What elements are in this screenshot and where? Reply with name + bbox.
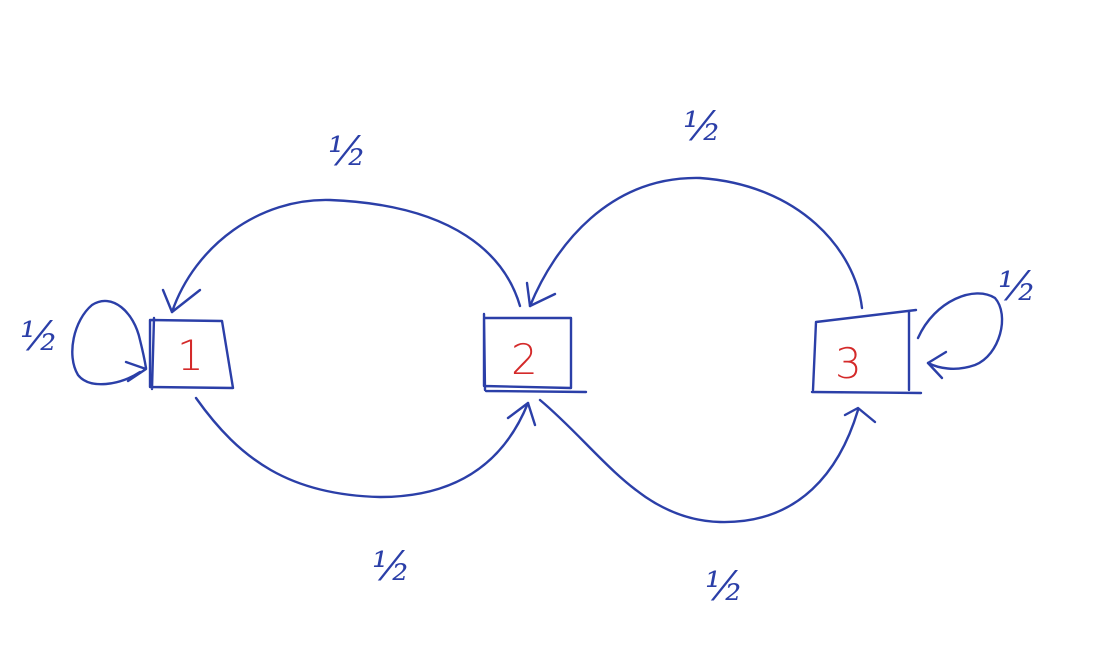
node-3: 3	[810, 308, 923, 395]
edge-3-2-label: ½	[683, 104, 722, 150]
edge-2-1-arc	[170, 198, 522, 314]
edge-2-3-label: ½	[705, 564, 744, 610]
edge-3-2-arc	[528, 176, 864, 310]
edge-2-3-arrowhead	[843, 406, 877, 424]
node-3-label: 3	[835, 339, 862, 388]
node-3-box	[810, 308, 923, 395]
edge-2-1-arrowhead	[161, 288, 202, 314]
edge-1-2-label: ½	[372, 544, 411, 590]
edge-1-1-loop	[71, 299, 148, 386]
edge-3-2: ½	[525, 104, 864, 310]
edge-1-2-arrowhead	[506, 401, 537, 427]
edge-1-1-label: ½	[20, 314, 59, 360]
edge-2-3-arc	[538, 398, 860, 524]
edge-1-1-arrowhead	[124, 360, 148, 383]
edge-1-1: ½	[20, 299, 148, 386]
edge-3-3-loop	[916, 292, 1004, 370]
edge-1-2: ½	[194, 396, 537, 590]
edge-2-1: ½	[161, 129, 522, 314]
node-2-label: 2	[511, 335, 538, 384]
node-2: 2	[482, 312, 588, 394]
node-1: 1	[148, 316, 235, 391]
edge-3-3: ½	[916, 264, 1037, 380]
edge-3-3-arrowhead	[926, 350, 948, 380]
edge-3-3-label: ½	[998, 264, 1037, 310]
edge-1-2-arc	[194, 396, 530, 499]
node-1-box	[148, 316, 235, 391]
node-1-label: 1	[177, 331, 204, 380]
edge-2-3: ½	[538, 398, 877, 610]
edge-2-1-label: ½	[328, 129, 367, 175]
node-2-box	[482, 312, 588, 394]
edge-3-2-arrowhead	[525, 281, 557, 308]
